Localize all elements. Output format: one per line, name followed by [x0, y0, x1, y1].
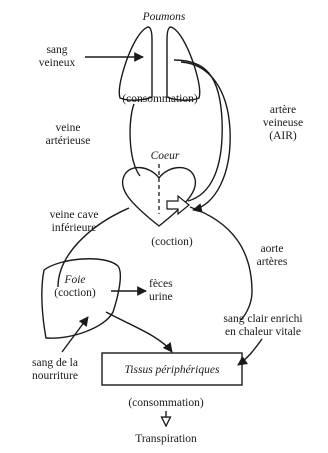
- nourriture-arrow: [62, 317, 88, 352]
- artere-veineuse-arrow: [181, 62, 230, 210]
- label-coction-coeur: (coction): [151, 236, 193, 248]
- label-sang-veineux-1: sang: [46, 44, 67, 56]
- label-consommation-poumons: (consommation): [122, 93, 198, 105]
- label-veine-arterieuse-2: artérieuse: [46, 135, 91, 147]
- label-artere-veineuse-2: veineuse: [263, 117, 303, 129]
- label-veine-cave-1: veine cave: [50, 209, 99, 221]
- heart-shape: [122, 168, 195, 226]
- label-urine: urine: [149, 291, 173, 303]
- heart-open-arrow: [167, 196, 189, 214]
- label-sang-veineux-2: veineux: [39, 57, 76, 69]
- label-veine-cave-2: inférieure: [52, 222, 97, 234]
- label-coction-foie: (coction): [54, 287, 96, 299]
- label-aorte-1: aorte: [261, 243, 284, 255]
- label-artere-veineuse-1: artère: [270, 104, 296, 116]
- label-poumons: Poumons: [142, 11, 186, 23]
- liver-to-tissus-arrow: [106, 312, 172, 352]
- label-consommation-tissus: (consommation): [128, 397, 204, 409]
- label-sang-clair-1: sang clair enrichi: [223, 313, 302, 325]
- label-artere-veineuse-3: (AIR): [269, 130, 297, 142]
- label-nourriture-1: sang de la: [32, 357, 78, 369]
- label-transpiration: Transpiration: [135, 433, 197, 445]
- veine-arterieuse-vessel: [130, 104, 140, 176]
- label-sang-clair-2: en chaleur vitale: [225, 326, 301, 338]
- left-lung-shape: [119, 27, 152, 100]
- aorte-vessel: [190, 207, 252, 320]
- label-coeur: Coeur: [151, 150, 180, 162]
- label-veine-arterieuse-1: veine: [56, 122, 81, 134]
- label-tissus: Tissus périphériques: [125, 364, 220, 376]
- label-nourriture-2: nourriture: [32, 370, 78, 382]
- label-foie: Foie: [63, 274, 85, 286]
- label-aorte-2: artères: [257, 256, 288, 268]
- label-feces: fèces: [149, 278, 173, 290]
